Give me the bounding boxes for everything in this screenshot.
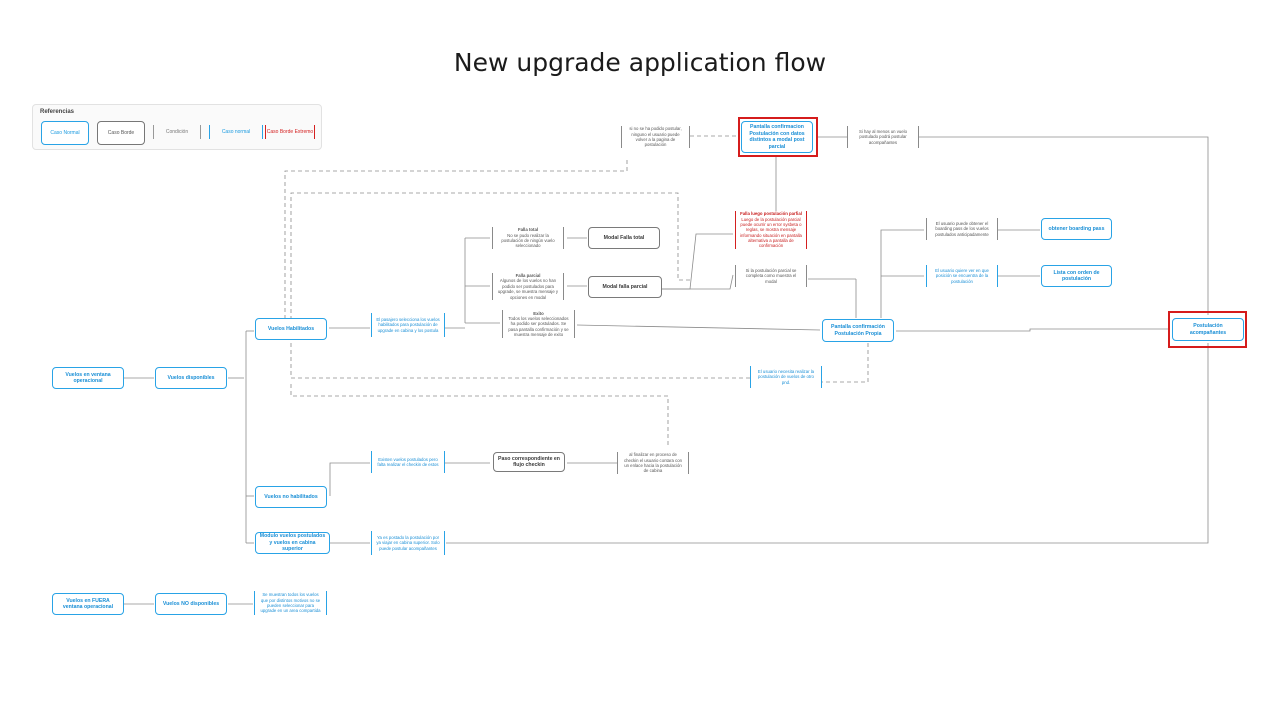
node-vuelos-no-habilitados[interactable]: Vuelos no habilitados (255, 486, 327, 508)
node-vuelos-ventana-operacional[interactable]: Vuelos en ventana operacional (52, 367, 124, 389)
node-paso-checkin[interactable]: Paso correspondiente en flujo checkin (493, 452, 565, 472)
note-falla-total-title: Falla total (517, 227, 539, 233)
note-seleccion-vuelos: El pasajero selecciona los vuelos habili… (371, 313, 445, 337)
legend-caso-normal: Caso Normal (41, 121, 89, 145)
note-volver-postulacion: El usuario necesita realizar la postulac… (750, 366, 822, 388)
node-vuelos-no-disponibles[interactable]: Vuelos NO disponibles (155, 593, 227, 615)
legend-heading: Referencias (40, 109, 75, 115)
note-exito-title: Exito (533, 310, 544, 316)
note-falla-luego-body: Luego de la postulación parcial puede oc… (740, 216, 802, 249)
note-se-muestran: Se muestran todos los vuelos que por dis… (254, 591, 327, 615)
note-existen-postulados: Existen vuelos postulados pero falta rea… (371, 451, 445, 473)
legend-caso-borde: Caso Borde (97, 121, 145, 145)
note-finalizar-checkin: al finalizar en proceso de checkin el us… (617, 452, 689, 474)
node-lista-orden-postulacion[interactable]: Lista con orden de postulación (1041, 265, 1112, 287)
note-falla-luego-title: Falla luego postulación parfial (740, 211, 802, 217)
page-title: New upgrade application flow (453, 48, 827, 77)
note-boarding: El usuario puede obtener el boarding pas… (926, 218, 998, 240)
node-postulacion-acompanantes[interactable]: Postulación acompañantes (1172, 318, 1244, 341)
note-orden-postulacion: El usuario quiere ver en que posición se… (926, 265, 998, 287)
legend: Referencias Caso Normal Caso Borde Condi… (32, 104, 322, 150)
node-pantalla-confirmacion-propia[interactable]: Pantalla confirmación Postulación Propia (822, 319, 894, 342)
node-modal-falla-parcial[interactable]: Modal falla parcial (588, 276, 662, 298)
note-falla-parcial-body: Algunos de los vuelos no han podido ser … (497, 278, 559, 300)
node-obtener-boarding-pass[interactable]: obtener boarding pass (1041, 218, 1112, 240)
note-no-postulado: si no se ha podido postular, ninguno el … (621, 126, 690, 148)
node-vuelos-habilitados[interactable]: Vuelos Habilitados (255, 318, 327, 340)
node-vuelos-fuera-ventana[interactable]: Vuelos en FUERA ventana operacional (52, 593, 124, 615)
node-modulo-vuelos-postulados[interactable]: Modulo vuelos postulados y vuelos en cab… (255, 532, 330, 554)
node-vuelos-disponibles[interactable]: Vuelos disponibles (155, 367, 227, 389)
note-exito-body: Todos los vuelos seleccionados ha podido… (508, 315, 569, 338)
highlight-box-confirmacion-datos (738, 117, 818, 157)
node-pantalla-confirmacion-datos[interactable]: Pantalla confirmacion Postulación con da… (741, 121, 813, 153)
note-falla-parcial-title: Falla parcial (515, 273, 541, 279)
legend-caso-normal-condicion: Caso normal (209, 125, 263, 139)
node-modal-falla-total[interactable]: Modal Falla total (588, 227, 660, 249)
legend-caso-borde-extremo: Caso Borde Extremo (265, 125, 315, 139)
note-al-menos-un-vuelo: Si hay al menos un vuelo postulado podrá… (847, 126, 919, 148)
note-parcial-completa: Si la postulación parcial se completa co… (735, 265, 807, 287)
note-falla-total-body: No se pudo realizar la postulación de ni… (501, 232, 555, 249)
highlight-box-acompanantes (1168, 311, 1247, 348)
legend-condicion: Condición (153, 125, 201, 139)
note-ya-postulado: Ya es postado la postulación por ya viaj… (371, 531, 445, 555)
